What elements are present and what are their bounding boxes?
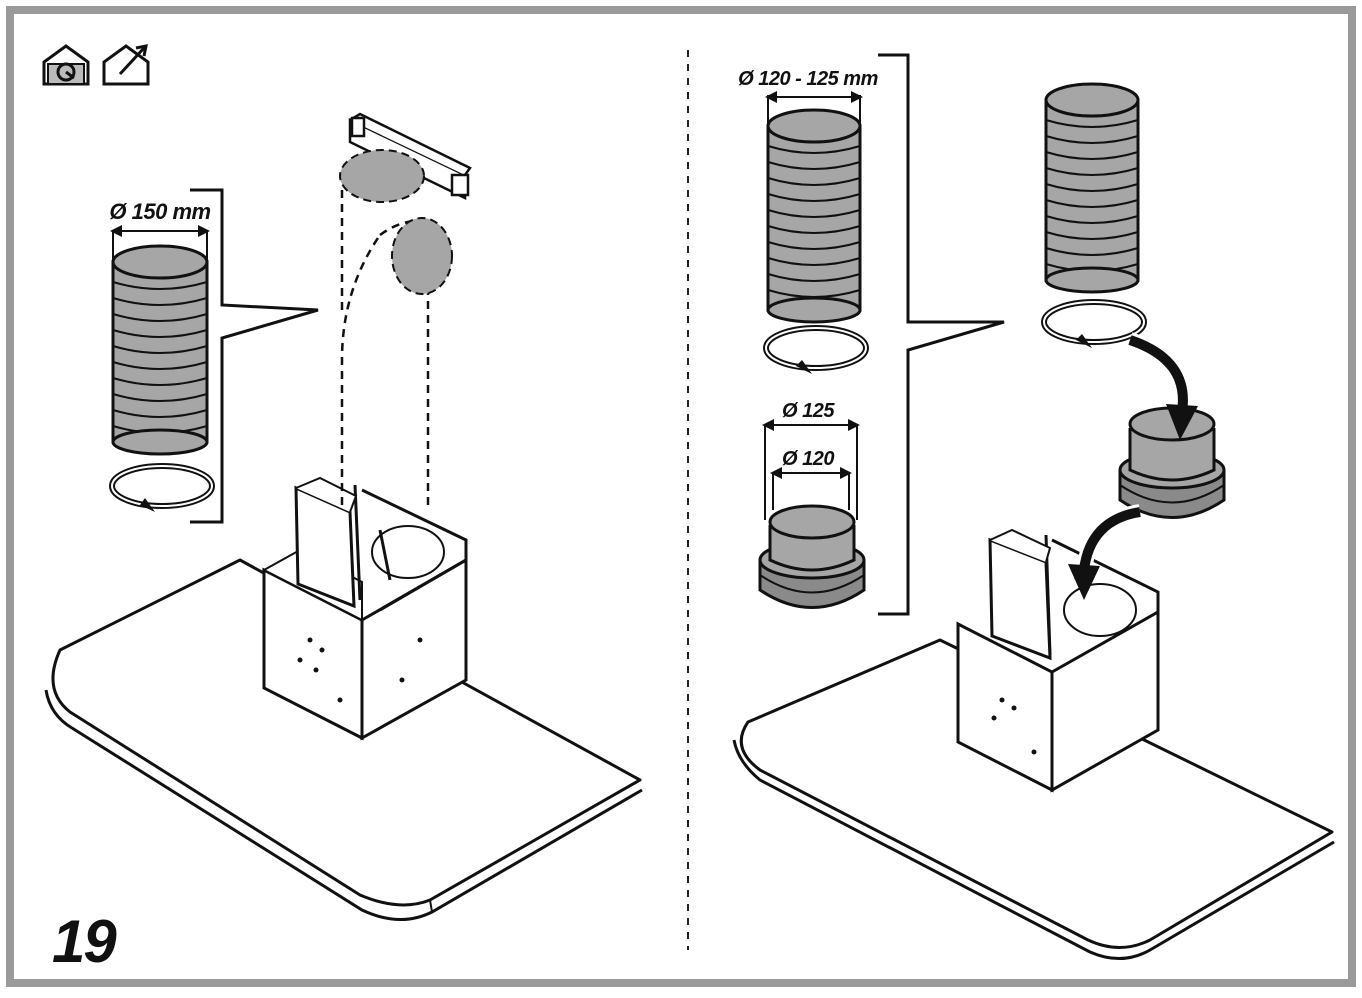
rear-outlet-opening [391,217,453,295]
ducting-house-icon [102,44,150,86]
wall-bracket [348,112,472,200]
left-panel: Ø 150 mm [44,112,643,922]
recirculation-house-icon [42,44,90,86]
step-number: 19 [52,908,117,975]
reducer-adapter: Ø 125 Ø 120 [758,400,866,609]
flexible-duct-top [1044,82,1140,294]
wall-outlet-opening [339,149,425,203]
right-panel: Ø 120 - 125 mm Ø 125 Ø 120 [732,53,1335,961]
hose-clamp-right [763,325,869,374]
adapter-outer-diameter-label: Ø 125 [782,400,835,422]
motor-housing [261,476,468,741]
page-frame [6,6,1356,987]
hood-canopy [44,558,643,922]
hood-canopy-right [732,638,1335,961]
motor-housing-right [956,528,1160,793]
duct-diameter-label-125: Ø 120 - 125 mm [738,68,878,90]
assembly-arrow-2 [1068,504,1142,600]
adapter-inner-diameter-label: Ø 120 [782,448,834,470]
duct-diameter-label-150: Ø 150 mm [109,199,210,224]
flexible-duct-150 [111,244,209,456]
reducer-adapter-mounted [1118,406,1226,519]
assembly-arrow-1 [1127,332,1198,440]
hose-clamp-top-right [1041,299,1147,348]
callout-bracket [190,188,319,524]
callout-bracket-right [878,53,1005,616]
flexible-duct-125 [766,108,862,324]
hose-clamp-left [109,463,215,512]
